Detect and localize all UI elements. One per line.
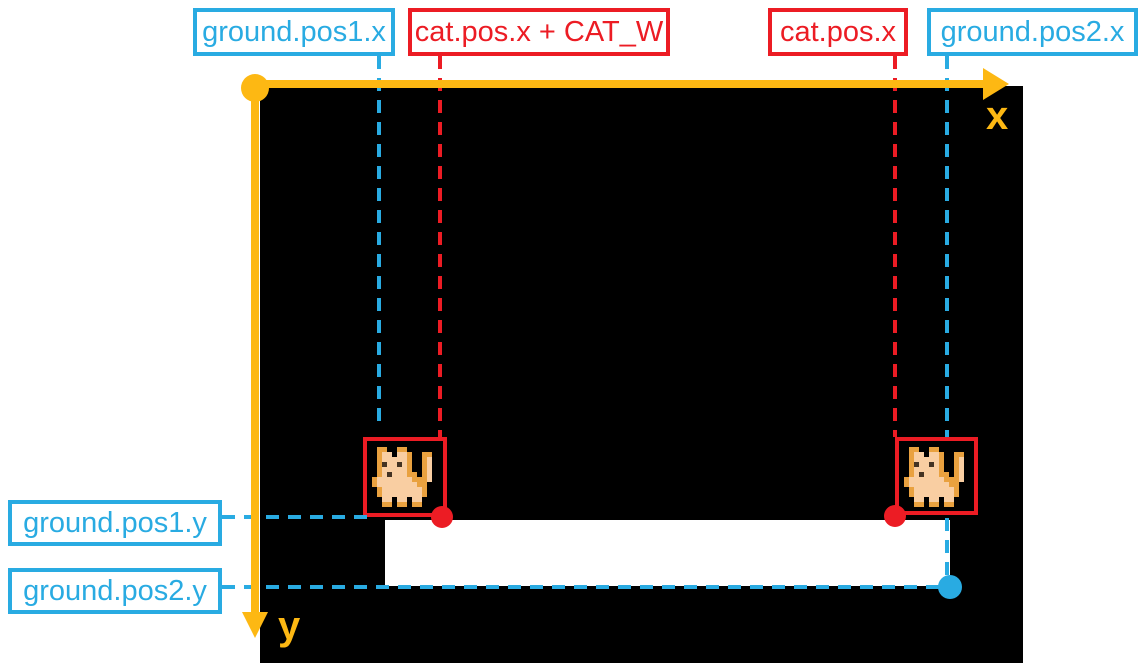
y-axis-label: y xyxy=(278,604,301,648)
cat-sprite-right-icon xyxy=(904,447,969,507)
guide-line-cat-pos-x-plus-cat-w xyxy=(438,56,442,437)
label-cat-pos-x: cat.pos.x xyxy=(768,8,908,56)
x-axis-arrowhead-icon xyxy=(983,68,1009,100)
guide-line-ground-pos1-y xyxy=(222,515,372,519)
guide-line-ground-pos2-y xyxy=(222,585,940,589)
cat-bounding-box-right xyxy=(895,437,978,515)
guide-line-ground-pos1-x xyxy=(377,56,381,428)
y-axis xyxy=(251,84,259,614)
label-ground-pos1-y: ground.pos1.y xyxy=(8,500,222,546)
label-ground-pos2-x: ground.pos2.x xyxy=(927,8,1138,56)
guide-line-cat-pos-x xyxy=(893,56,897,437)
cat-right-left-edge-point-icon xyxy=(884,505,906,527)
y-axis-arrowhead-icon xyxy=(242,612,268,638)
origin-point-icon xyxy=(241,74,269,102)
label-ground-pos2-y: ground.pos2.y xyxy=(8,568,222,614)
cat-sprite-left-icon xyxy=(372,447,437,507)
label-cat-pos-x-plus-cat-w: cat.pos.x + CAT_W xyxy=(408,8,670,56)
cat-bounding-box-left xyxy=(363,437,447,517)
ground-pos2-point-icon xyxy=(938,575,962,599)
cat-left-right-edge-point-icon xyxy=(431,506,453,528)
guide-line-ground-pos2-x xyxy=(945,56,949,577)
label-ground-pos1-x: ground.pos1.x xyxy=(193,8,395,56)
x-axis xyxy=(255,80,985,88)
x-axis-label: x xyxy=(986,94,1009,138)
ground-rect xyxy=(385,520,950,586)
